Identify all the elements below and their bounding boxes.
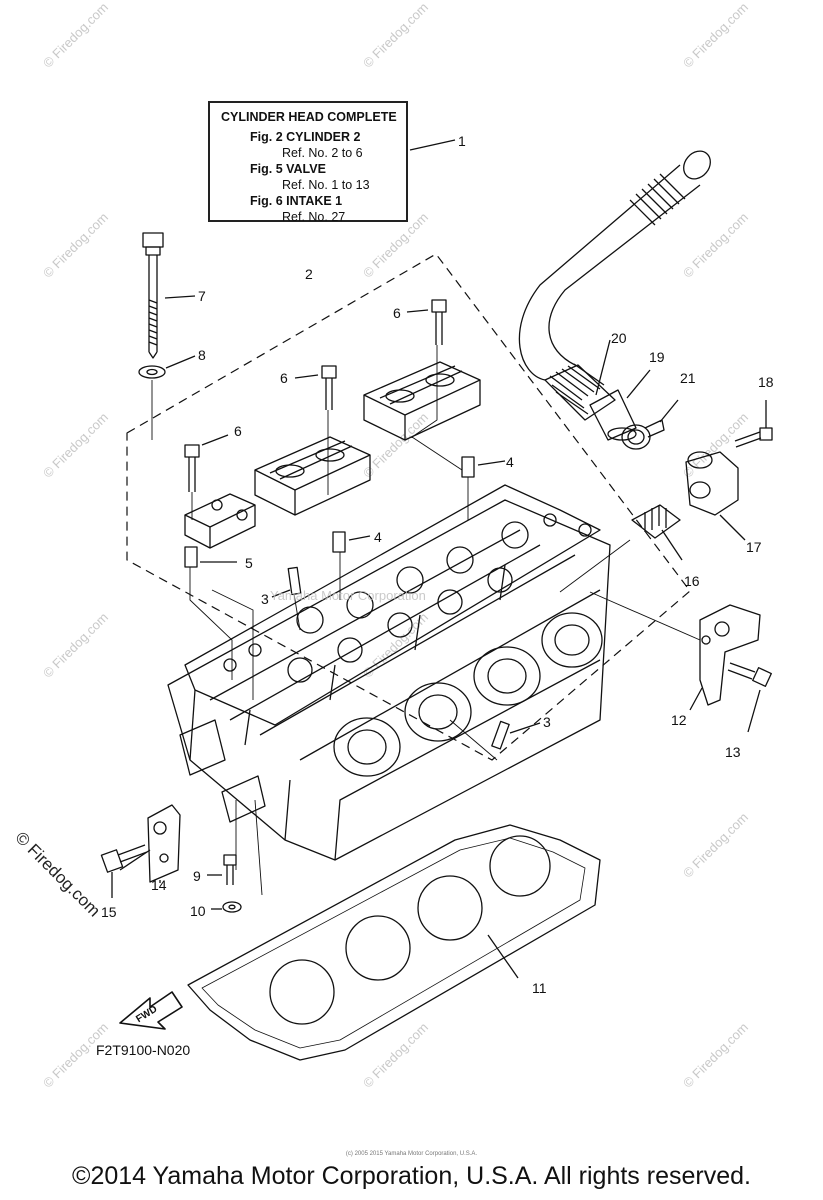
part-13-bolt — [727, 662, 772, 733]
note-line-6: Ref. No. 27 — [282, 210, 346, 224]
exhaust-ports — [333, 612, 603, 777]
callout-16: 16 — [684, 573, 700, 589]
part-11-gasket — [187, 824, 601, 1061]
part-17-cover — [685, 451, 746, 541]
callout-4-lower: 4 — [374, 529, 382, 545]
note-line-4: Ref. No. 1 to 13 — [282, 178, 370, 192]
center-watermark: Yamaha Motor Corporation — [270, 588, 426, 603]
callout-5: 5 — [245, 555, 253, 571]
part-14-bracket — [119, 804, 181, 883]
part-8-washer — [138, 355, 196, 440]
note-title: CYLINDER HEAD COMPLETE — [221, 110, 397, 124]
camshaft-cap-left — [184, 493, 256, 549]
note-line-1: Fig. 2 CYLINDER 2 — [250, 130, 361, 144]
callout-4-upper: 4 — [506, 454, 514, 470]
part-7-bolt — [142, 232, 196, 359]
cylinder-head — [167, 484, 611, 861]
callout-13: 13 — [725, 744, 741, 760]
callout-20: 20 — [611, 330, 627, 346]
callout-19: 19 — [649, 349, 665, 365]
assembly-outline — [126, 253, 691, 761]
part-20-hose — [518, 150, 711, 421]
part-21-clamp — [621, 399, 679, 450]
callout-9: 9 — [193, 868, 201, 884]
callout-11: 11 — [532, 980, 547, 996]
part-19-fitting — [589, 369, 651, 441]
fwd-arrow — [119, 991, 183, 1030]
callout-6-top: 6 — [393, 305, 401, 321]
part-6-bolts — [184, 299, 447, 492]
callout-7: 7 — [198, 288, 206, 304]
note-line-3: Fig. 5 VALVE — [250, 162, 326, 176]
part-9-bolt — [207, 854, 237, 885]
callout-15: 15 — [101, 904, 117, 920]
callout-6-left: 6 — [234, 423, 242, 439]
figure-code: F2T9100-N020 — [96, 1042, 191, 1058]
reference-note-box — [208, 101, 408, 222]
part-10-washer — [211, 901, 242, 913]
part-15-bolt — [100, 844, 148, 898]
leader-1 — [409, 139, 456, 151]
callout-8: 8 — [198, 347, 206, 363]
part-3-pins — [271, 566, 541, 750]
callout-14: 14 — [151, 877, 167, 893]
camshaft-cap-right — [363, 361, 481, 441]
note-line-5: Fig. 6 INTAKE 1 — [250, 194, 343, 208]
leader-lines — [189, 345, 701, 896]
note-line-2: Ref. No. 2 to 6 — [282, 146, 363, 160]
callout-10: 10 — [190, 903, 206, 919]
part-16-thermostat — [631, 504, 683, 561]
callout-12: 12 — [671, 712, 687, 728]
camshaft-cap-middle — [254, 436, 371, 516]
callout-3-lower: 3 — [543, 714, 551, 730]
part-4-dowels — [332, 456, 506, 553]
callout-18: 18 — [758, 374, 774, 390]
cam-journals — [223, 513, 592, 683]
callout-1: 1 — [458, 133, 466, 149]
callout-3-upper: 3 — [261, 591, 269, 607]
callout-2: 2 — [305, 266, 313, 282]
copyright-notice: ©2014 Yamaha Motor Corporation, U.S.A. A… — [72, 1162, 751, 1190]
part-5-dowel — [184, 546, 237, 568]
callout-21: 21 — [680, 370, 696, 386]
callout-17: 17 — [746, 539, 762, 555]
callout-6-middle: 6 — [280, 370, 288, 386]
part-18-bolt — [734, 400, 773, 448]
fwd-label: FWD — [134, 1004, 159, 1025]
tiny-credit: (c) 2005 2015 Yamaha Motor Corporation, … — [345, 1151, 478, 1157]
part-12-plate — [689, 604, 761, 711]
